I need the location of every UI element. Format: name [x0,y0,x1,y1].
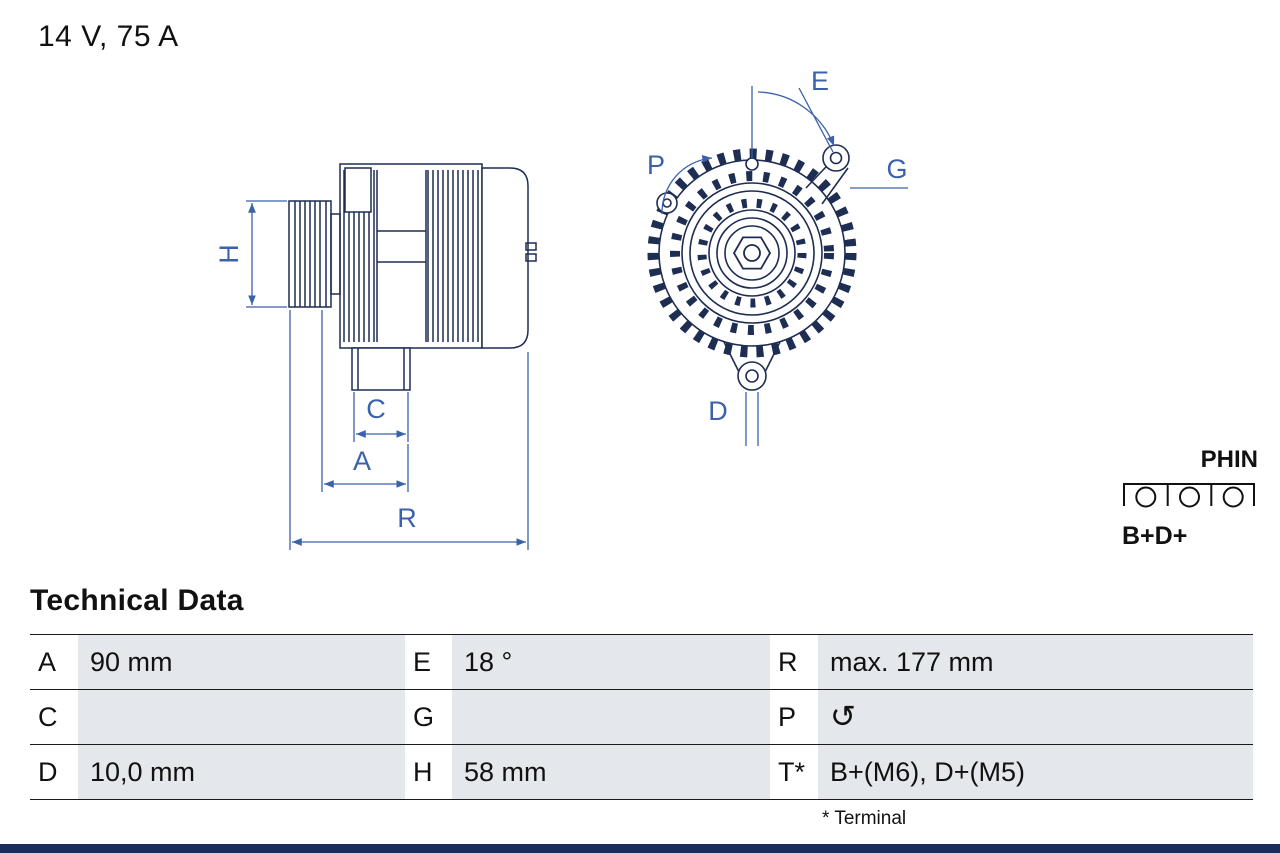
shaft-center [743,244,761,262]
dim-key-p: P [770,690,818,744]
dim-label-g: G [886,154,907,184]
dim-label-r: R [397,503,417,533]
shaft-hex-nut [732,236,772,270]
bottom-mounting-lug [737,361,767,391]
stator-band [376,170,427,342]
rear-fins [427,170,479,342]
inner-slot-ring [697,198,807,308]
dim-value-e: 18 ° [452,635,770,689]
connector-terminals-label: B+D+ [1122,522,1188,550]
technical-data-section: Technical Data A 90 mm E 18 ° R max. 177… [30,584,1253,830]
top-right-mounting-lug [822,144,850,172]
terminal-stud [525,253,537,262]
dim-label-a: A [353,446,371,476]
side-view-drawing [288,163,537,391]
rotation-direction-arrow [661,155,713,215]
dim-label-h: H [214,244,244,264]
dim-value-h: 58 mm [452,745,770,799]
terminal-footnote: * Terminal [822,808,907,829]
dim-key-d: D [30,745,78,799]
table-row: C G P ↺ [30,690,1253,745]
top-pivot-hole [745,157,759,171]
footer-bar [0,844,1280,853]
terminal-stud [525,242,537,251]
table-row: A 90 mm E 18 ° R max. 177 mm [30,635,1253,690]
dimension-lines [246,86,908,550]
front-view-drawing [647,144,857,391]
mounting-foot [351,347,411,391]
dim-key-a: A [30,635,78,689]
three-terminal-connector-icon [1123,483,1255,508]
dim-label-p: P [647,150,665,180]
dim-value-a: 90 mm [78,635,405,689]
dim-key-c: C [30,690,78,744]
table-row: D 10,0 mm H 58 mm T* B+(M6), D+(M5) [30,745,1253,800]
front-fins [343,170,375,342]
dim-key-g: G [405,690,452,744]
alternator-technical-drawing: H C A R E P G D [214,66,908,550]
terminal-block [344,167,372,213]
rear-endcap [481,167,529,349]
pulley-grooves [294,201,327,307]
dimension-labels: H C A R E P G D [214,66,908,533]
voltage-amperage-label: 14 V, 75 A [38,20,179,53]
technical-data-table: A 90 mm E 18 ° R max. 177 mm C G P ↺ D 1… [30,634,1253,800]
mounting-foot-edges [357,348,405,390]
dim-label-d: D [708,396,728,426]
dim-label-c: C [366,394,386,424]
connector-type-label: PHIN [1200,446,1258,473]
dim-value-c [78,690,405,744]
dim-value-d: 10,0 mm [78,745,405,799]
dim-label-e: E [811,66,829,96]
rotation-counterclockwise-icon: ↺ [818,690,1253,744]
dim-key-e: E [405,635,452,689]
dim-key-t: T* [770,745,818,799]
vent-slot-ring [670,171,834,335]
dim-value-r: max. 177 mm [818,635,1253,689]
dim-value-g [452,690,770,744]
pulley-hub [330,213,341,295]
dim-key-h: H [405,745,452,799]
dim-value-t: B+(M6), D+(M5) [818,745,1253,799]
connector-info: PHIN B+D+ [1122,446,1258,551]
dim-key-r: R [770,635,818,689]
left-mounting-lug [656,192,678,214]
technical-data-title: Technical Data [30,584,244,617]
